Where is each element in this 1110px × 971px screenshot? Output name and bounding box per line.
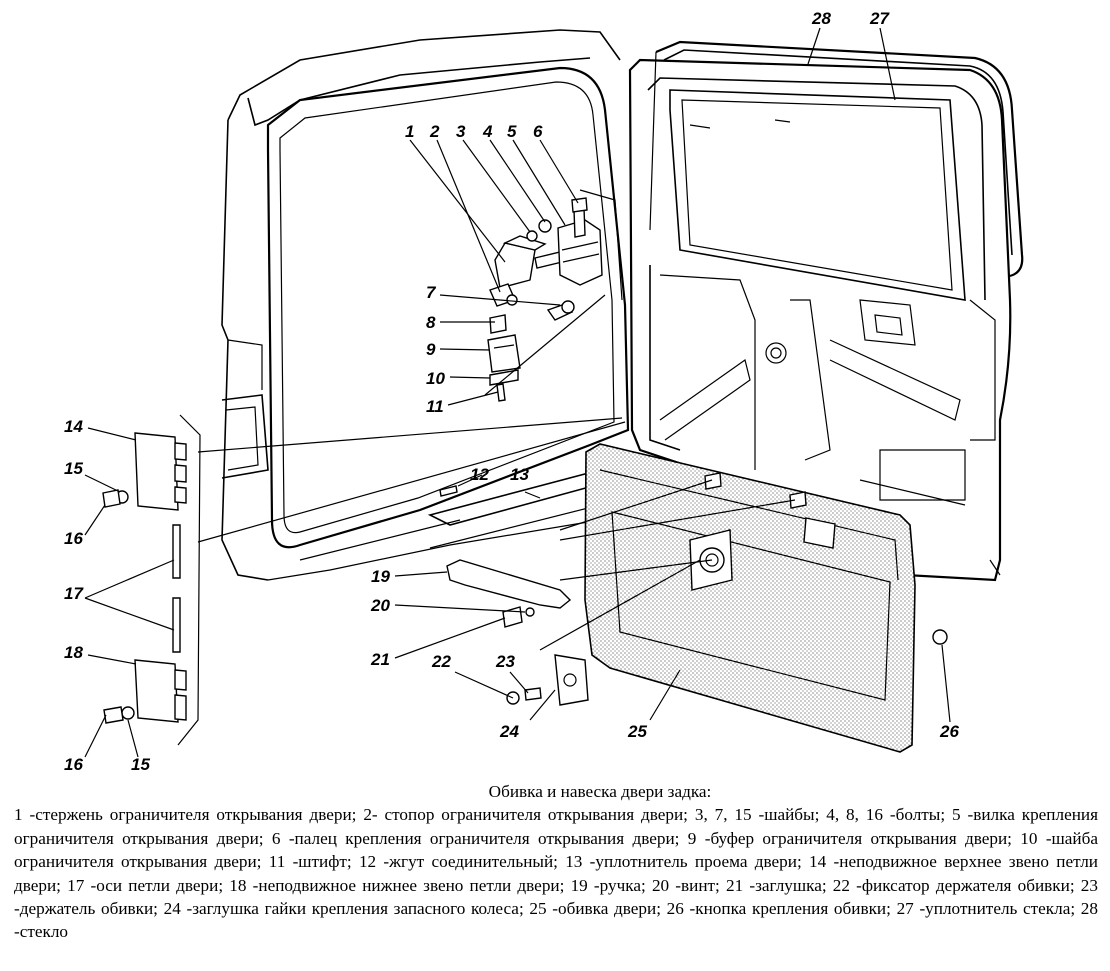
- callout-22: 22: [431, 652, 451, 671]
- door-trim-panel: [584, 443, 916, 753]
- callout-23: 23: [495, 652, 515, 671]
- hinge-parts: [102, 414, 201, 746]
- callout-27: 27: [869, 9, 890, 28]
- rear-door: [628, 58, 1012, 582]
- callout-10: 10: [426, 369, 445, 388]
- door-limiter-parts: [487, 197, 603, 402]
- callout-28: 28: [811, 9, 831, 28]
- leader-lines: [84, 27, 951, 758]
- callout-2: 2: [429, 122, 440, 141]
- callout-1: 1: [405, 122, 414, 141]
- exploded-view-diagram: 1 2 3 4 5 6 7 8 9 10 11 12 13 14 15 15 1…: [64, 9, 1024, 774]
- callout-11: 11: [426, 397, 444, 416]
- figure-caption: Обивка и навеска двери задка: 1 -стержен…: [0, 780, 1110, 966]
- callout-16-top: 16: [64, 529, 83, 548]
- callout-3: 3: [456, 122, 466, 141]
- callout-21: 21: [370, 650, 390, 669]
- glass-seal-and-glass: [649, 40, 1024, 278]
- vehicle-body: [221, 29, 630, 581]
- callout-14: 14: [64, 417, 83, 436]
- callout-8: 8: [426, 313, 436, 332]
- callout-20: 20: [370, 596, 390, 615]
- callout-18: 18: [64, 643, 83, 662]
- callout-25: 25: [627, 722, 647, 741]
- callout-15-bottom: 15: [131, 755, 150, 774]
- caption-title: Обивка и навеска двери задка:: [488, 782, 712, 801]
- callout-12: 12: [470, 465, 489, 484]
- callout-labels: 1 2 3 4 5 6 7 8 9 10 11 12 13 14 15 15 1…: [64, 9, 959, 774]
- callout-7: 7: [426, 283, 437, 302]
- callout-17: 17: [64, 584, 84, 603]
- callout-13: 13: [510, 465, 529, 484]
- caption-legend: 1 -стержень ограничителя открывания двер…: [14, 805, 1098, 942]
- callout-24: 24: [499, 722, 519, 741]
- callout-16-bottom: 16: [64, 755, 83, 774]
- callout-6: 6: [533, 122, 543, 141]
- callout-26: 26: [939, 722, 959, 741]
- callout-15-top: 15: [64, 459, 83, 478]
- callout-5: 5: [507, 122, 517, 141]
- callout-9: 9: [426, 340, 436, 359]
- callout-19: 19: [371, 567, 390, 586]
- callout-4: 4: [482, 122, 493, 141]
